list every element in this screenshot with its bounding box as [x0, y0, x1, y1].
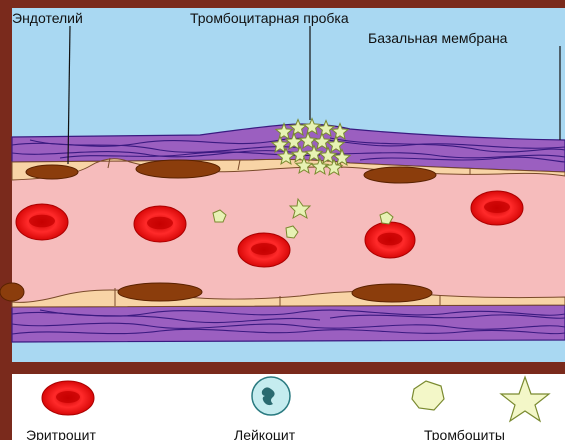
legend-label-platelets: Тромбоциты [424, 427, 505, 440]
nucleus [352, 284, 432, 302]
nucleus [136, 160, 220, 178]
erythrocyte-center [378, 233, 403, 246]
nucleus [26, 165, 78, 179]
legend-label-leukocyte: Лейкоцит [234, 427, 296, 440]
nucleus [118, 283, 202, 301]
label-endothelium: Эндотелий [12, 10, 83, 26]
erythrocyte-center [147, 217, 173, 230]
label-platelet-plug: Тромбоцитарная пробка [190, 10, 349, 26]
erythrocyte-center [484, 201, 510, 213]
erythrocyte-center [29, 215, 55, 228]
legend-label-erythrocyte: Эритроцит [26, 427, 96, 440]
label-basement-membrane: Базальная мембрана [368, 30, 508, 46]
erythrocyte-center [251, 243, 277, 255]
nucleus [364, 167, 436, 183]
nucleus [0, 283, 24, 301]
